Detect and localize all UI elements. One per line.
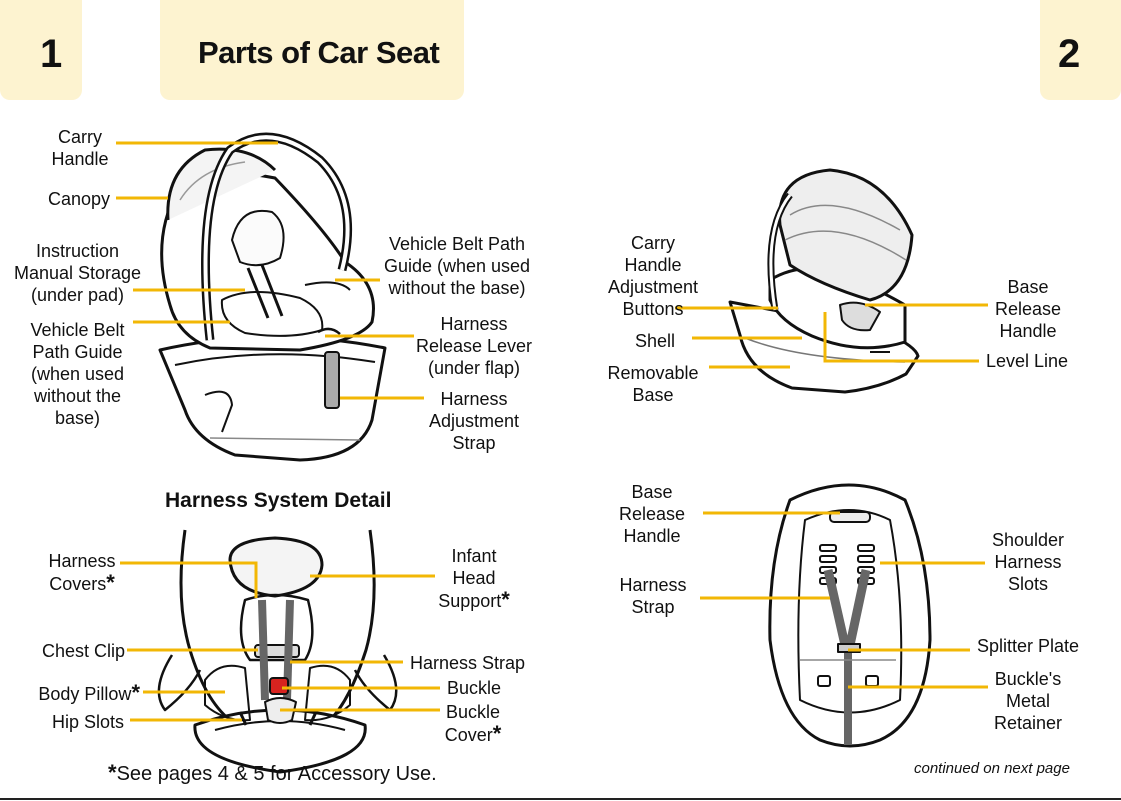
label-hip-slots: Hip Slots [40, 711, 124, 733]
label-body-pillow: Body Pillow [38, 684, 131, 704]
label-removable-base: Removable Base [603, 362, 703, 406]
label-vehicle-belt-path-guide-left: Vehicle Belt Path Guide (when used witho… [25, 319, 130, 429]
label-infant-head-support: Infant Head Support [438, 546, 501, 611]
car-seat-top-view [770, 485, 930, 746]
label-canopy: Canopy [40, 188, 110, 210]
label-carry-handle: Carry Handle [50, 126, 110, 170]
label-vehicle-belt-path-guide-right: Vehicle Belt Path Guide (when used witho… [383, 233, 531, 299]
label-shoulder-harness-slots: Shoulder Harness Slots [985, 529, 1071, 595]
asterisk-buckle-cover: * [493, 721, 502, 746]
footnote-text: See pages 4 & 5 for Accessory Use. [117, 763, 437, 785]
label-level-line: Level Line [986, 350, 1076, 372]
label-base-release-handle-side: Base Release Handle [990, 276, 1066, 342]
label-harness-covers-group: Harness Covers* [42, 550, 122, 595]
label-harness-adjustment-strap: Harness Adjustment Strap [425, 388, 523, 454]
car-seat-front-view [160, 137, 385, 460]
asterisk-footnote: * [108, 760, 117, 785]
label-buckle-cover: Buckle Cover [445, 702, 500, 745]
label-splitter-plate: Splitter Plate [977, 635, 1087, 657]
label-buckle-cover-group: Buckle Cover* [440, 701, 506, 746]
label-buckle-metal-retainer: Buckle's Metal Retainer [988, 668, 1068, 734]
label-harness-strap-front: Harness Strap [410, 652, 530, 674]
label-body-pillow-group: Body Pillow* [30, 682, 140, 705]
label-harness-strap-top: Harness Strap [612, 574, 694, 618]
label-chest-clip: Chest Clip [30, 640, 125, 662]
label-buckle: Buckle [447, 677, 507, 699]
label-infant-head-support-group: Infant Head Support* [434, 545, 514, 612]
bottom-rule [0, 798, 1121, 800]
label-shell: Shell [630, 330, 680, 352]
label-base-release-handle-top: Base Release Handle [614, 481, 690, 547]
asterisk-infant-head-support: * [501, 587, 510, 612]
label-carry-handle-adjustment-buttons: Carry Handle Adjustment Buttons [597, 232, 709, 320]
asterisk-body-pillow: * [131, 680, 140, 705]
footnote-group: *See pages 4 & 5 for Accessory Use. [108, 760, 437, 786]
harness-system-heading: Harness System Detail [165, 489, 391, 513]
asterisk-harness-covers: * [106, 570, 115, 595]
label-harness-release-lever: Harness Release Lever (under flap) [414, 313, 534, 379]
continued-note: continued on next page [914, 760, 1070, 777]
label-instruction-manual-storage: Instruction Manual Storage (under pad) [10, 240, 145, 306]
